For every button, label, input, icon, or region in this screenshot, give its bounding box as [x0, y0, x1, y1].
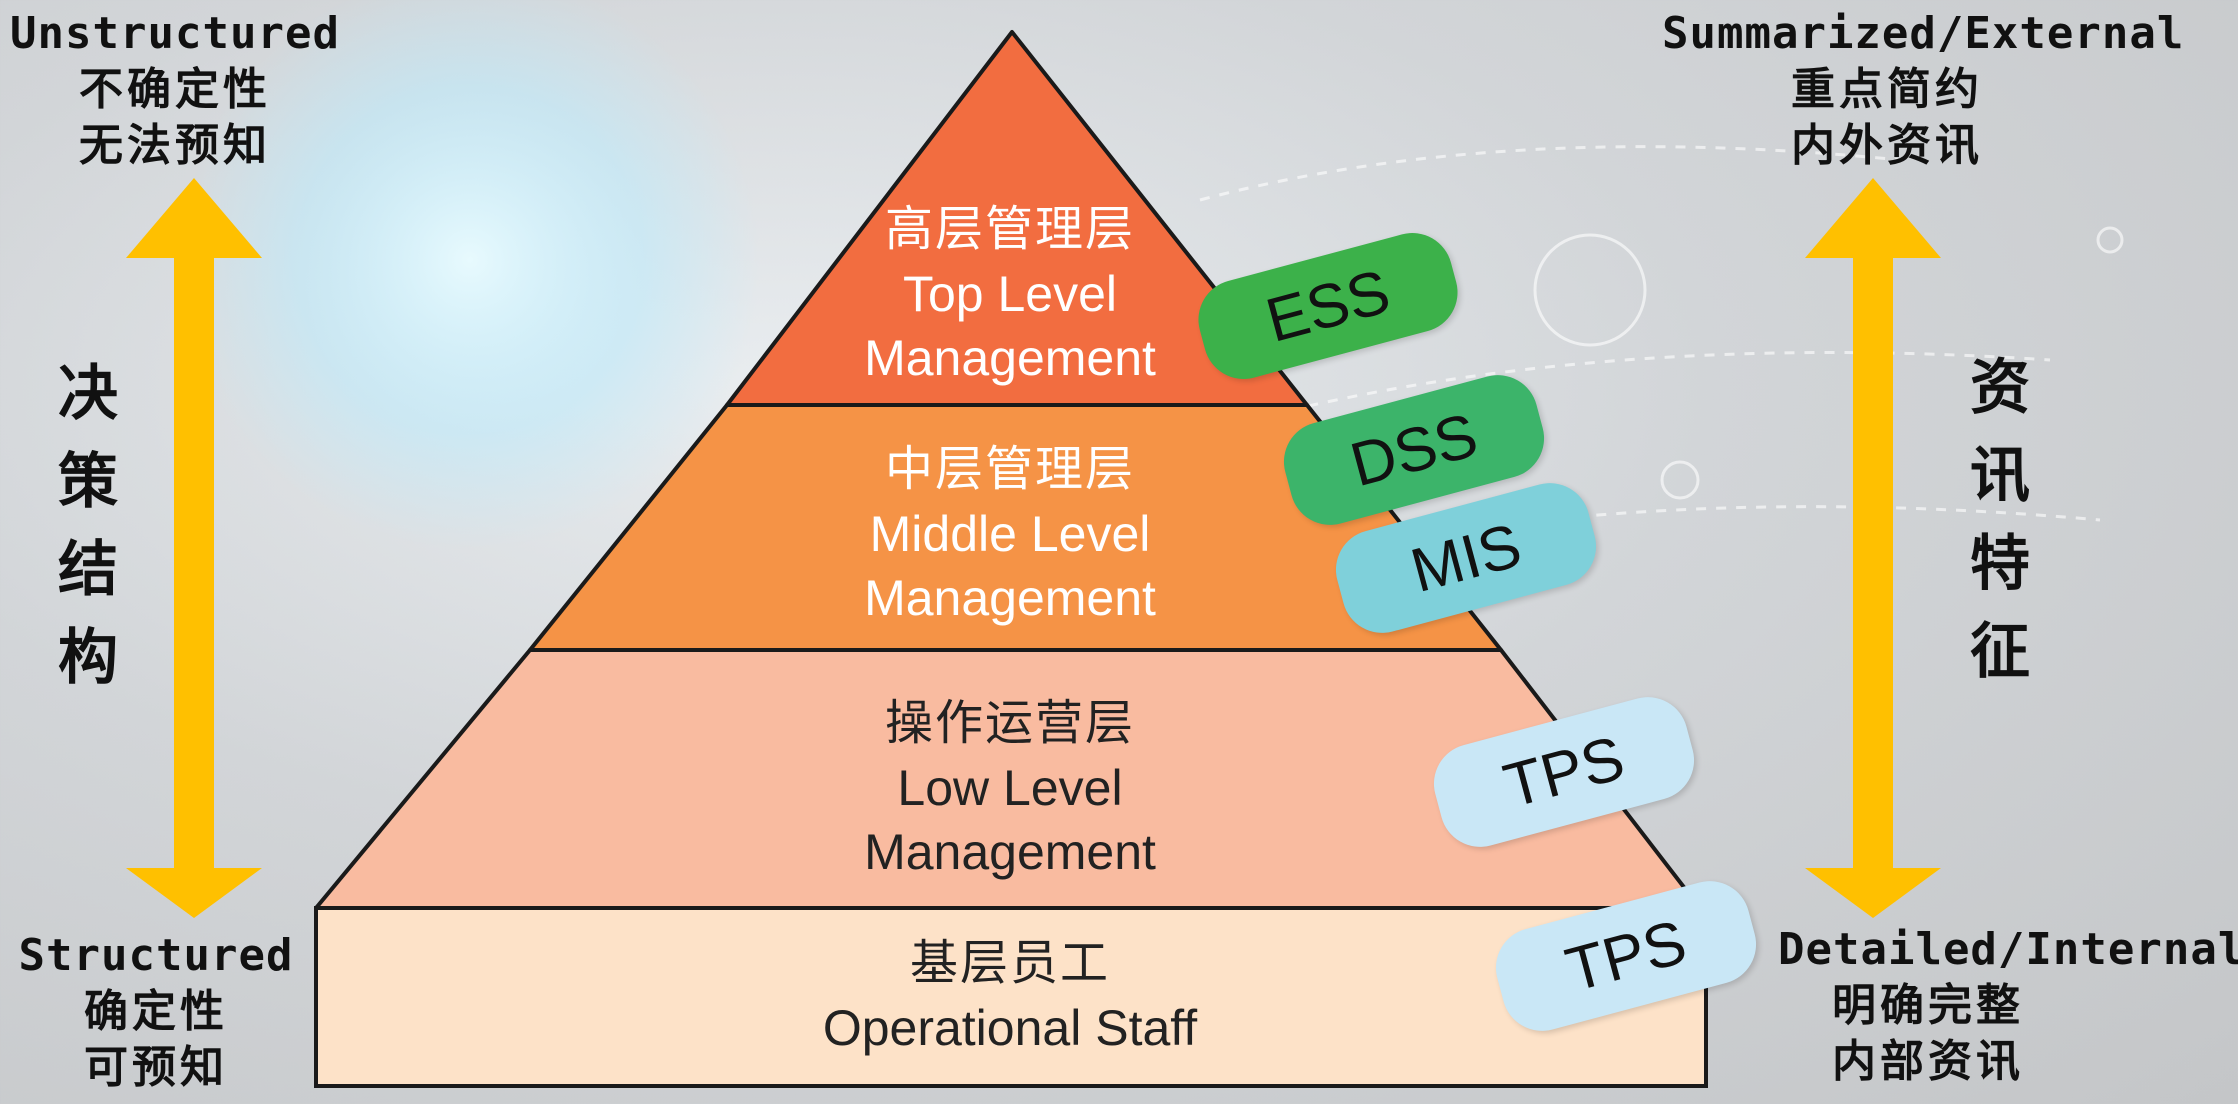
- layer-low-en2: Management: [864, 824, 1156, 880]
- right-double-arrow: [1805, 178, 1941, 918]
- layer-middle-cn: 中层管理层: [884, 443, 1135, 496]
- left-top-en: Unstructured: [10, 8, 340, 59]
- layer-low-cn: 操作运营层: [884, 697, 1135, 750]
- layer-middle-label: 中层管理层 Middle Level Management: [810, 438, 1210, 630]
- right-top-cn1: 重点简约: [1791, 64, 1983, 115]
- decision-char-1: 决: [58, 359, 118, 429]
- decision-structure-label: 决 策 结 构: [48, 350, 128, 702]
- layer-top-cn: 高层管理层: [884, 203, 1135, 256]
- decision-char-3: 结: [58, 535, 118, 605]
- decision-char-4: 构: [58, 623, 118, 693]
- layer-middle-en1: Middle Level: [869, 506, 1151, 562]
- left-bottom-label: Structured 确定性 可预知: [16, 928, 296, 1096]
- left-double-arrow: [126, 178, 262, 918]
- layer-low-en1: Low Level: [897, 760, 1123, 816]
- info-char-2: 讯: [1970, 441, 2030, 511]
- left-top-label: Unstructured 不确定性 无法预知: [10, 6, 340, 174]
- right-bottom-label: Detailed/Internal 明确完整 内部资讯: [1778, 922, 2238, 1090]
- right-bottom-en: Detailed/Internal: [1778, 924, 2238, 975]
- layer-low-label: 操作运营层 Low Level Management: [810, 692, 1210, 884]
- layer-middle-en2: Management: [864, 570, 1156, 626]
- layer-top-en1: Top Level: [902, 266, 1118, 322]
- info-char-4: 征: [1970, 617, 2030, 687]
- decision-char-2: 策: [58, 447, 118, 517]
- layer-base-label: 基层员工 Operational Staff: [760, 932, 1260, 1060]
- left-bottom-cn1: 确定性: [84, 986, 228, 1037]
- right-top-cn2: 内外资讯: [1791, 120, 1983, 171]
- layer-base-en1: Operational Staff: [822, 1000, 1198, 1056]
- left-bottom-cn2: 可预知: [84, 1042, 228, 1093]
- info-char-3: 特: [1970, 529, 2030, 599]
- info-char-1: 资: [1970, 353, 2030, 423]
- left-top-cn2: 无法预知: [79, 120, 271, 171]
- left-bottom-en: Structured: [18, 930, 294, 981]
- layer-base-cn: 基层员工: [909, 937, 1110, 990]
- layer-top-label: 高层管理层 Top Level Management: [810, 198, 1210, 390]
- right-bottom-cn1: 明确完整: [1832, 980, 2024, 1031]
- layer-top-en2: Management: [864, 330, 1156, 386]
- right-bottom-cn2: 内部资讯: [1832, 1036, 2024, 1087]
- left-top-cn1: 不确定性: [79, 64, 271, 115]
- right-top-en: Summarized/External: [1662, 8, 2185, 59]
- globe-glow: [180, 0, 760, 550]
- right-top-label: Summarized/External 重点简约 内外资讯: [1662, 6, 2185, 174]
- pyramid-layer-base: [314, 906, 1708, 1088]
- information-feature-label: 资 讯 特 征: [1960, 344, 2040, 696]
